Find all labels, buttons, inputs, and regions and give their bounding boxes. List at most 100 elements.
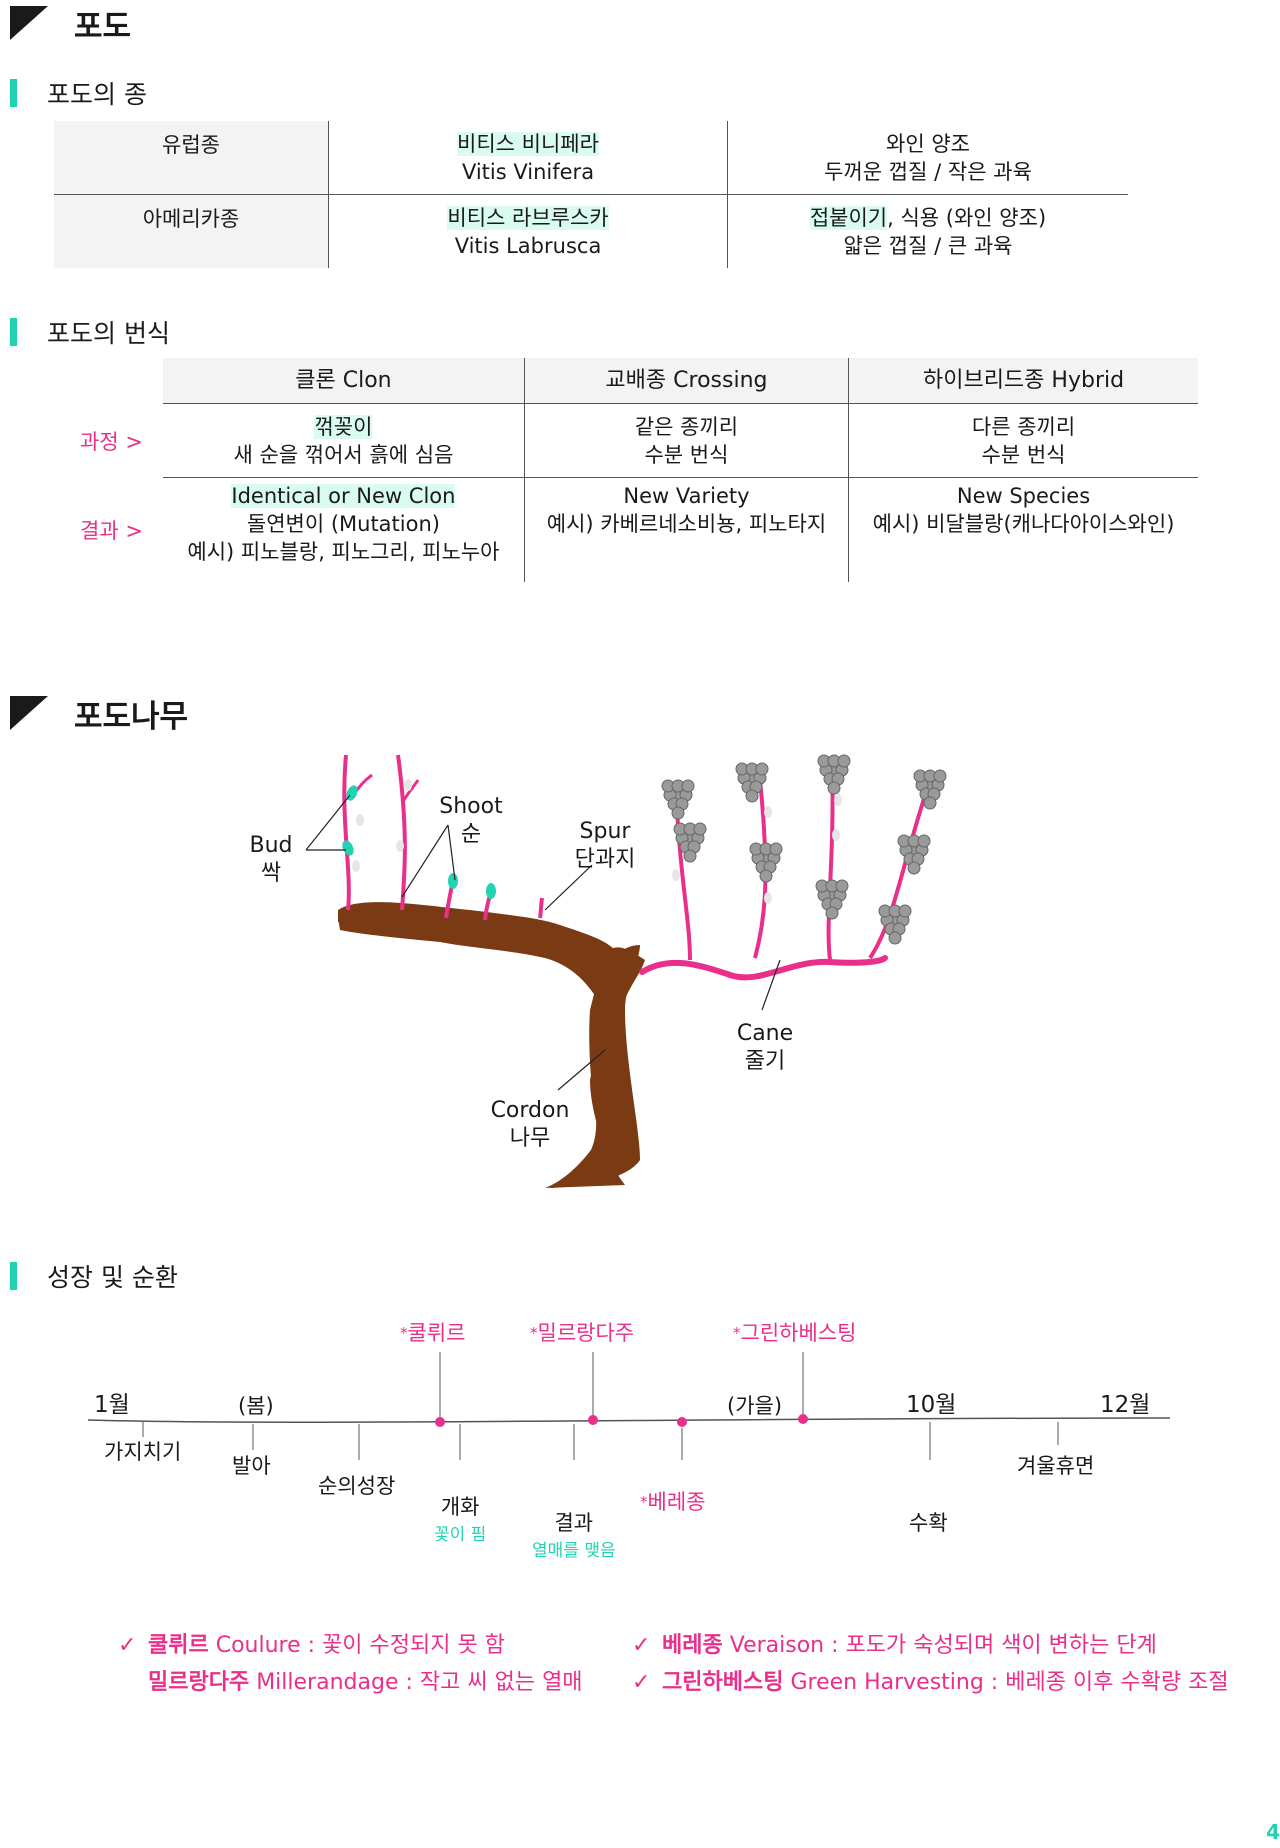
- timeline-axis: [87, 1417, 1171, 1423]
- bud-2: [342, 840, 354, 856]
- species-table: 유럽종 비티스 비니페라 Vitis Vinifera 와인 양조 두꺼운 껍질…: [54, 121, 1128, 268]
- checkmark-icon: ✓: [632, 1670, 651, 1695]
- subsection-title-breeding: 포도의 번식: [10, 315, 170, 349]
- result-crossing: New Variety 예시) 카베르네소비뇽, 피노타지: [524, 477, 850, 582]
- note-coulure: ✓쿨뤼르 Coulure : 꽃이 수정되지 못 함: [118, 1627, 583, 1664]
- cordon-arm: [338, 909, 600, 1000]
- dot-green: [798, 1414, 808, 1424]
- species-trait: 접붙이기, 식용 (와인 양조) 얇은 껍질 / 큰 과육: [809, 205, 1047, 258]
- label-shoot-growth: 순의성장: [318, 1474, 396, 1498]
- label-millerandage: *밀르랑다주: [530, 1321, 635, 1345]
- cordon-right-arm: [605, 947, 645, 1000]
- shoot-2-branch: [402, 779, 420, 801]
- pointer-shoot: [401, 824, 456, 898]
- label-december: 12월: [1100, 1392, 1151, 1418]
- species-scientific: 비티스 라브루스카 Vitis Labrusca: [328, 194, 728, 268]
- notes-right: ✓베레종 Veraison : 포도가 숙성되며 색이 변하는 단계 ✓그린하베…: [632, 1627, 1229, 1701]
- table-header-row: 클론 Clon 교배종 Crossing 하이브리드종 Hybrid: [163, 358, 1198, 404]
- fruiting-shoot-1: [674, 789, 692, 961]
- mint-bar-icon: [10, 1262, 17, 1290]
- table-row: 꺾꽂이 새 순을 꺾어서 흙에 심음 같은 종끼리 수분 번식 다른 종끼리 수…: [163, 403, 1198, 478]
- breeding-table: 클론 Clon 교배종 Crossing 하이브리드종 Hybrid 꺾꽂이 새…: [163, 358, 1198, 582]
- shoot-2: [396, 754, 407, 911]
- label-pruning: 가지치기: [104, 1440, 182, 1464]
- section-title-vine: 포도나무: [10, 692, 188, 735]
- leaf: [832, 829, 840, 841]
- row-label-process: 과정 >: [80, 430, 143, 454]
- label-flowering: 개화 꽃이 핌: [434, 1495, 487, 1545]
- mint-bar-icon: [10, 79, 17, 107]
- species-trait: 와인 양조 두꺼운 껍질 / 작은 과육: [727, 121, 1128, 195]
- leaf: [834, 794, 842, 806]
- growth-timeline: [87, 1352, 1171, 1460]
- shoot-1: [342, 754, 351, 911]
- species-name: 유럽종: [54, 121, 329, 195]
- checkmark-icon: ✓: [632, 1633, 651, 1658]
- dot-veraison: [677, 1417, 687, 1427]
- grape-bunch: [817, 754, 851, 795]
- column-header-clon: 클론 Clon: [163, 358, 525, 404]
- cordon-trunk-main: [550, 945, 640, 1188]
- grape-bunch: [749, 842, 783, 883]
- spur: [538, 897, 544, 919]
- table-row: 유럽종 비티스 비니페라 Vitis Vinifera 와인 양조 두꺼운 껍질…: [54, 121, 1128, 195]
- species-scientific: 비티스 비니페라 Vitis Vinifera: [328, 121, 728, 195]
- table-row: Identical or New Clon 돌연변이 (Mutation) 예시…: [163, 477, 1198, 582]
- grape-bunch: [913, 769, 947, 810]
- label-coulure: *쿨뤼르: [400, 1321, 466, 1345]
- grape-bunch: [878, 904, 912, 945]
- bud-3: [448, 873, 458, 889]
- leaf: [764, 892, 772, 904]
- label-budding: 발아: [232, 1454, 271, 1478]
- pointer-cane: [761, 959, 781, 1011]
- notes-left: ✓쿨뤼르 Coulure : 꽃이 수정되지 못 함 밀르랑다주 Millera…: [118, 1627, 583, 1701]
- label-january: 1월: [94, 1392, 130, 1418]
- fruiting-shoot-4: [868, 779, 932, 960]
- column-header-hybrid: 하이브리드종 Hybrid: [848, 358, 1198, 404]
- mint-bar-icon: [10, 318, 17, 346]
- section-title-grape: 포도: [10, 2, 131, 45]
- leaf: [356, 814, 364, 826]
- label-veraison: *베레종: [640, 1490, 706, 1514]
- process-crossing: 같은 종끼리 수분 번식: [524, 403, 850, 478]
- result-clon: Identical or New Clon 돌연변이 (Mutation) 예시…: [163, 477, 525, 582]
- dot-coulure: [435, 1417, 445, 1427]
- grape-bunch: [815, 879, 849, 920]
- label-autumn: (가을): [727, 1394, 783, 1418]
- checkmark-icon: ✓: [118, 1633, 137, 1658]
- leaf: [672, 869, 680, 881]
- note-millerandage: 밀르랑다주 Millerandage : 작고 씨 없는 열매: [148, 1670, 583, 1695]
- label-dormancy: 겨울휴면: [1017, 1454, 1095, 1478]
- table-row: 아메리카종 비티스 라브루스카 Vitis Labrusca 접붙이기, 식용 …: [54, 194, 1128, 268]
- note-green-harvesting: ✓그린하베스팅 Green Harvesting : 베레종 이후 수확량 조절: [632, 1664, 1229, 1701]
- dot-millerandage: [588, 1415, 598, 1425]
- pointer-cordon: [557, 1049, 606, 1091]
- label-spring: (봄): [238, 1394, 274, 1418]
- species-name: 아메리카종: [54, 194, 329, 268]
- pointer-spur: [544, 864, 593, 911]
- process-clon: 꺾꽂이 새 순을 꺾어서 흙에 심음: [163, 403, 525, 478]
- note-veraison: ✓베레종 Veraison : 포도가 숙성되며 색이 변하는 단계: [632, 1627, 1229, 1664]
- row-label-result: 결과 >: [80, 519, 143, 543]
- label-green-harvesting: *그린하베스팅: [733, 1321, 857, 1345]
- leaf: [396, 840, 404, 852]
- triangle-marker-icon: [10, 696, 48, 730]
- pointer-bud: [305, 794, 351, 851]
- bud-4: [486, 883, 496, 899]
- leaf: [764, 806, 772, 818]
- page-number: 4: [1266, 1820, 1280, 1844]
- result-hybrid: New Species 예시) 비달블랑(캐나다아이스와인): [872, 484, 1175, 536]
- fruiting-shoot-2: [753, 779, 768, 959]
- label-fruit-set: 결과 열매를 맺음: [532, 1511, 616, 1561]
- grapevine-illustration: [305, 754, 947, 1188]
- process-hybrid: 다른 종끼리 수분 번식: [848, 403, 1198, 478]
- triangle-marker-icon: [10, 6, 48, 40]
- leaf: [352, 860, 360, 872]
- grape-bunch: [661, 779, 695, 820]
- leaf: [404, 779, 412, 791]
